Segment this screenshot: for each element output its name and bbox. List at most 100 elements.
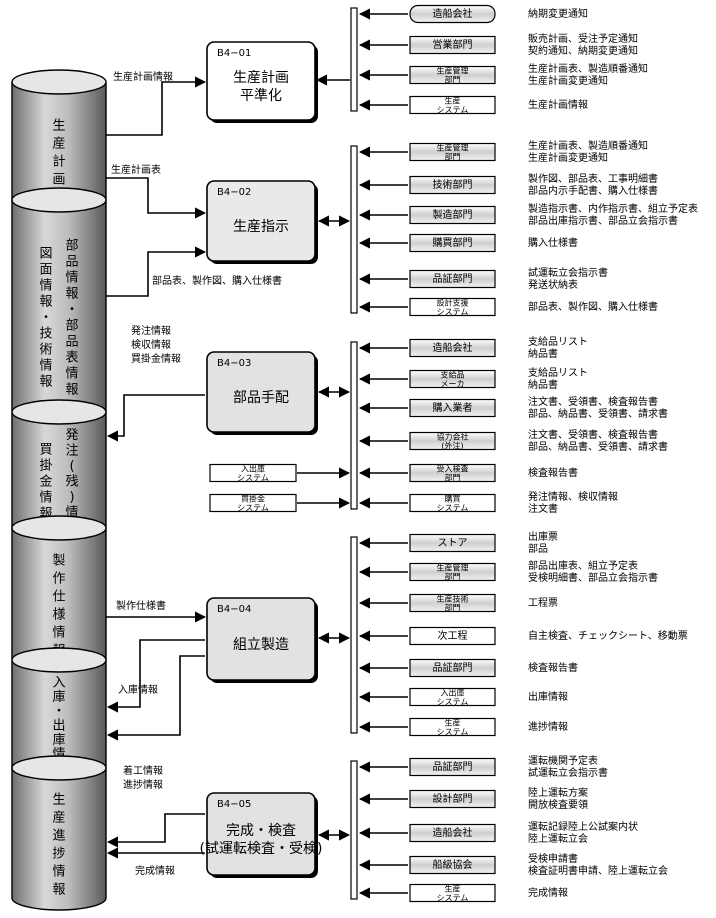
process-frame <box>206 180 316 262</box>
party-label: システム <box>437 894 469 903</box>
party-box <box>409 175 496 195</box>
party-label: 品証部門 <box>433 661 473 674</box>
process-title: 平準化 <box>240 88 282 104</box>
party-row: 生産技術部門工程票 <box>358 594 558 613</box>
process-title: 部品手配 <box>233 390 289 406</box>
database-label-char: 入 <box>52 676 65 691</box>
info-text: 検査証明書申請、陸上運転立会 <box>528 864 668 877</box>
info-text: 契約通知、納期変更通知 <box>528 44 638 57</box>
info-text: 部品内示手配書、購入仕様書 <box>528 184 658 197</box>
info-text: 支給品リスト <box>528 335 588 348</box>
flow-arrow <box>106 813 205 848</box>
party-row: 生産システム生産計画情報 <box>358 96 588 115</box>
info-text: 開放検査要領 <box>528 798 588 811</box>
info-text: 生産計画表、製造順番通知 <box>528 62 648 75</box>
database-label-char: 報 <box>39 295 52 310</box>
party-label: 生産管理 <box>437 563 469 573</box>
flow-label: 着工情報 <box>123 764 163 777</box>
party-label: 造船会社 <box>433 341 473 354</box>
database-label-char: 生 <box>52 793 65 808</box>
flow-arrow <box>106 246 207 297</box>
bus-bar <box>350 7 358 112</box>
system-label: システム <box>237 474 269 483</box>
party-box <box>409 269 496 289</box>
party-box <box>409 855 496 875</box>
party-row: 造船会社納期変更通知 <box>358 4 588 24</box>
database-label-char: 部 <box>65 239 78 254</box>
cylinder-body <box>11 200 107 425</box>
flow-label: 買掛金情報 <box>131 352 181 365</box>
cylinder-top <box>11 399 107 425</box>
flow-label: 生産計画表 <box>111 163 161 176</box>
info-text: 注文書 <box>528 502 558 515</box>
database-label-char: 庫 <box>52 690 65 705</box>
party-label: システム <box>437 698 469 707</box>
database-label-char: 面 <box>39 263 52 278</box>
cylinder-top <box>11 755 107 781</box>
party-box <box>409 883 496 903</box>
database-cylinder: 生産計画 <box>11 69 107 213</box>
database-label-char: 情 <box>39 491 52 506</box>
info-text: 納品書 <box>528 378 558 391</box>
process-title: 生産指示 <box>233 219 289 235</box>
party-row: 品証部門検査報告書 <box>358 658 578 678</box>
info-text: 部品表、製作図、購入仕様書 <box>528 300 658 313</box>
party-label: 部門 <box>445 152 461 162</box>
system-label: システム <box>237 504 269 513</box>
database-label-char: ( <box>69 459 74 474</box>
party-label: 造船会社 <box>433 7 473 20</box>
database-label-char: 情 <box>52 626 65 641</box>
database-label-char: 報 <box>65 287 78 302</box>
party-row: 購買部門購入仕様書 <box>358 233 578 253</box>
cylinder-top <box>11 647 107 673</box>
database-label-char: 発 <box>65 428 78 443</box>
info-text: 部品、納品書、受領書、請求書 <box>528 440 668 453</box>
party-label: 生産管理 <box>437 66 469 76</box>
process-code: B4−05 <box>217 799 251 810</box>
party-label: メーカ <box>441 380 465 389</box>
flow-label: 完成情報 <box>135 864 175 877</box>
party-label: 支給品 <box>441 370 465 380</box>
system-box <box>209 493 297 513</box>
party-label: システム <box>437 504 469 513</box>
flow-arrow <box>106 394 205 442</box>
bus-bar <box>350 341 358 510</box>
info-text: 注文書、受領書、検査報告書 <box>528 395 658 408</box>
system-label: 買掛金 <box>241 494 265 504</box>
database-label-char: 製 <box>52 554 65 569</box>
party-label: 購買 <box>445 494 461 504</box>
info-text: 発注情報、検収情報 <box>528 490 618 503</box>
database-label-char: 情 <box>39 279 52 294</box>
info-text: 受検申請書 <box>528 852 578 865</box>
party-label: 生産 <box>445 884 461 894</box>
party-label: 生産 <box>445 96 461 106</box>
party-group: 造船会社支給品リスト納品書支給品メーカ支給品リスト納品書購入業者注文書、受領書、… <box>209 335 668 515</box>
database-label-char: ) <box>69 490 74 505</box>
info-text: 販売計画、受注予定通知 <box>528 32 638 45</box>
info-text: 受検明細書、部品立会指示書 <box>528 571 658 584</box>
bus-bar <box>350 145 358 314</box>
database-label-char: 報 <box>39 375 52 390</box>
database-label-char: 進 <box>52 829 65 844</box>
party-label: 営業部門 <box>433 38 473 51</box>
party-box <box>409 35 496 55</box>
database-label-char: 捗 <box>52 847 65 862</box>
info-text: 納品書 <box>528 347 558 360</box>
party-box <box>409 823 496 843</box>
database-label-char: 作 <box>52 572 65 587</box>
party-label: 部門 <box>445 473 461 483</box>
party-box <box>409 533 496 553</box>
info-text: 発送状納表 <box>528 278 578 291</box>
info-text: 出庫情報 <box>528 690 568 703</box>
